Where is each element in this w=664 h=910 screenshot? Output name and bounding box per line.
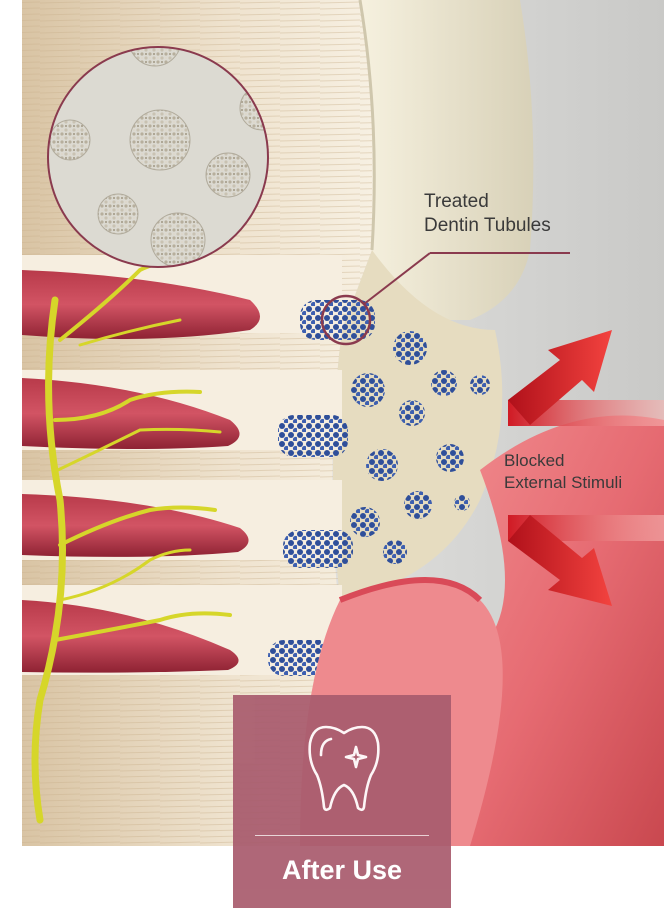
treated-line-1: Treated (424, 190, 551, 214)
tubule-plug (283, 530, 353, 568)
tubule-plug (278, 415, 348, 457)
blocked-line-2: External Stimuli (504, 472, 622, 494)
tooth-sparkle-icon (299, 715, 389, 815)
after-use-badge: After Use (233, 695, 451, 908)
treated-line-2: Dentin Tubules (424, 214, 551, 238)
blocked-stimuli-label: Blocked External Stimuli (504, 450, 622, 494)
treated-dentin-tubules-label: Treated Dentin Tubules (424, 190, 551, 238)
badge-label: After Use (233, 855, 451, 886)
badge-divider (255, 835, 429, 836)
tubule-plug (300, 300, 375, 340)
blocked-line-1: Blocked (504, 450, 622, 472)
